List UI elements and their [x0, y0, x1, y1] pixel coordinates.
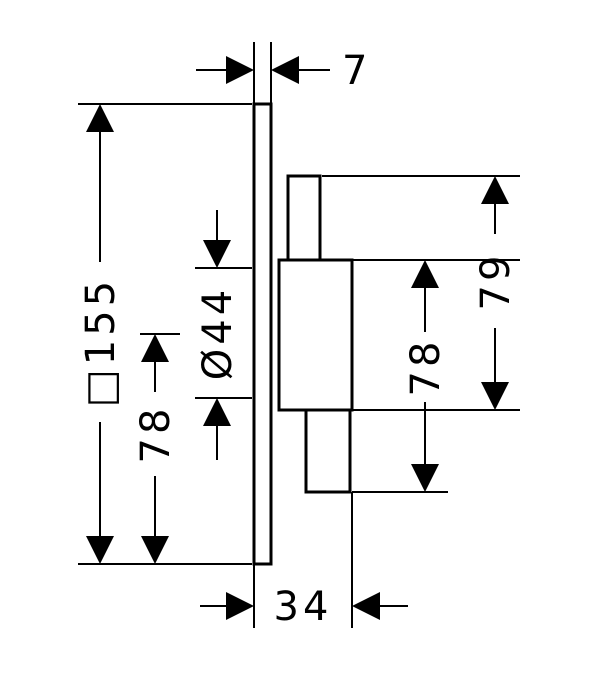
dim-right-inner-height: 78	[403, 338, 449, 397]
dim-diameter: Ø44	[195, 286, 241, 380]
dim-plate-size: □155	[78, 277, 124, 407]
dim-left-offset: 78	[133, 405, 179, 464]
extension-lines	[78, 42, 520, 628]
upper-spindle	[286, 174, 322, 262]
dim-depth: 34	[274, 584, 333, 630]
arrow-right-icon	[226, 592, 254, 620]
dim-plate-thickness: 7	[342, 48, 371, 94]
arrow-down-icon	[481, 382, 509, 410]
arrow-down-icon	[411, 464, 439, 492]
arrow-up-icon	[411, 260, 439, 288]
arrow-up-icon	[203, 398, 231, 426]
arrow-down-icon	[141, 536, 169, 564]
arrow-down-icon	[86, 536, 114, 564]
arrow-down-icon	[203, 240, 231, 268]
dimension-lines	[99, 69, 496, 607]
arrow-left-icon	[271, 56, 299, 84]
arrow-right-icon	[226, 56, 254, 84]
dim-right-outer-height: 79	[473, 252, 519, 311]
arrow-left-icon	[352, 592, 380, 620]
arrow-up-icon	[481, 176, 509, 204]
arrow-up-icon	[141, 334, 169, 362]
central-body	[277, 258, 354, 412]
cover-plate	[252, 102, 273, 566]
arrowheads	[86, 56, 509, 620]
part-outline	[252, 102, 354, 566]
arrow-up-icon	[86, 104, 114, 132]
lower-spindle	[304, 408, 352, 494]
